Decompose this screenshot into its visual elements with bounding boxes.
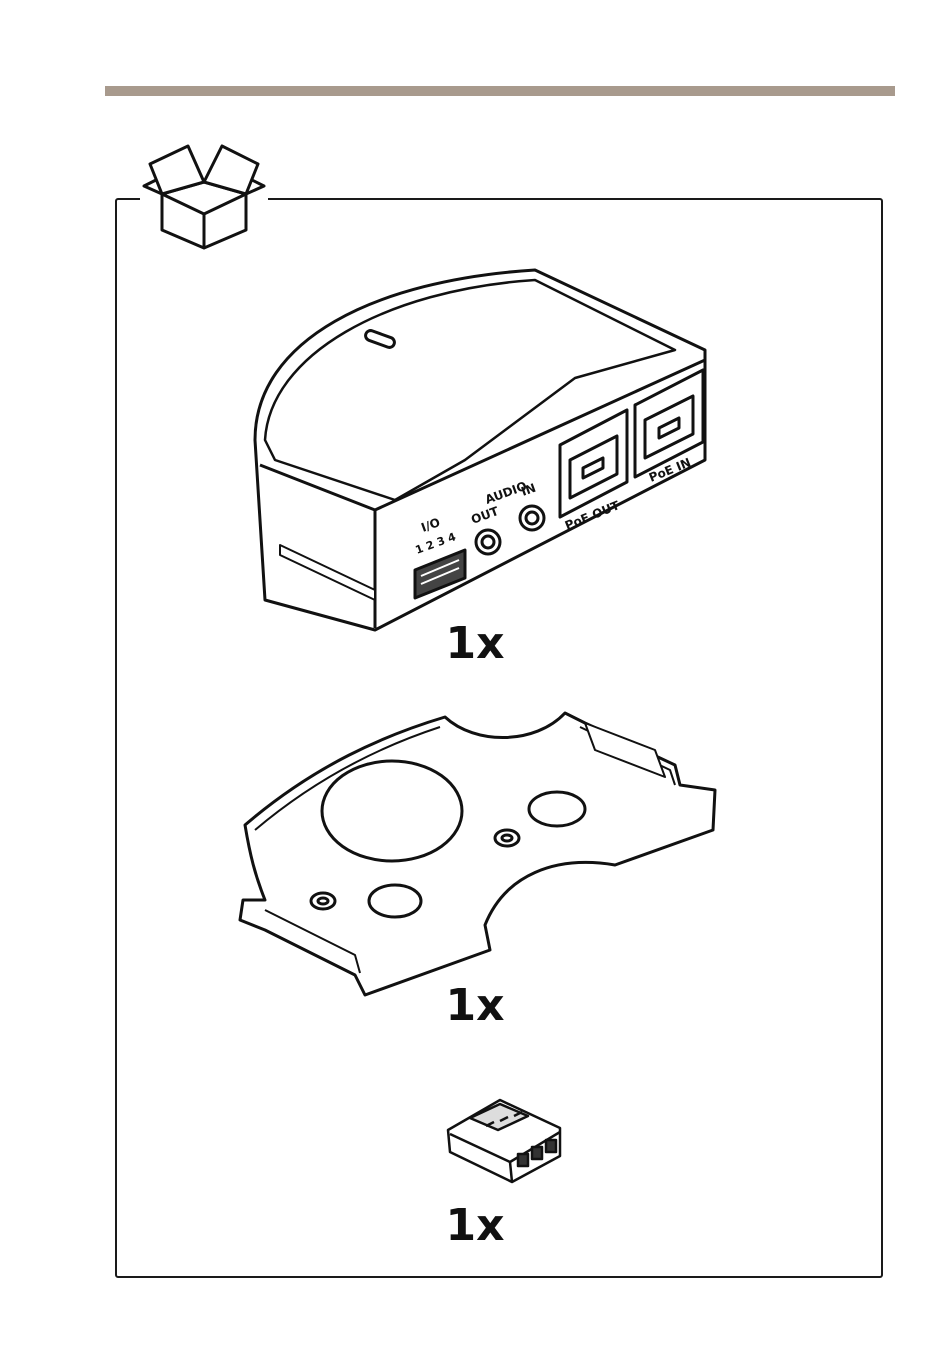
interface-unit-drawing: I/O 1 2 3 4 AUDIO OUT IN PoE OUT PoE IN bbox=[235, 260, 725, 640]
item-connector-block: 1x bbox=[0, 1090, 950, 1260]
quantity-connector-block: 1x bbox=[0, 1200, 950, 1251]
quantity-interface-unit: 1x bbox=[0, 618, 950, 669]
header-bar bbox=[105, 86, 895, 96]
connector-block-drawing bbox=[440, 1090, 570, 1190]
quantity-mounting-bracket: 1x bbox=[0, 980, 950, 1031]
open-box-icon bbox=[140, 142, 268, 252]
mounting-bracket-drawing bbox=[235, 705, 725, 1005]
item-interface-unit: I/O 1 2 3 4 AUDIO OUT IN PoE OUT PoE IN … bbox=[0, 260, 950, 680]
item-mounting-bracket: 1x bbox=[0, 705, 950, 1045]
